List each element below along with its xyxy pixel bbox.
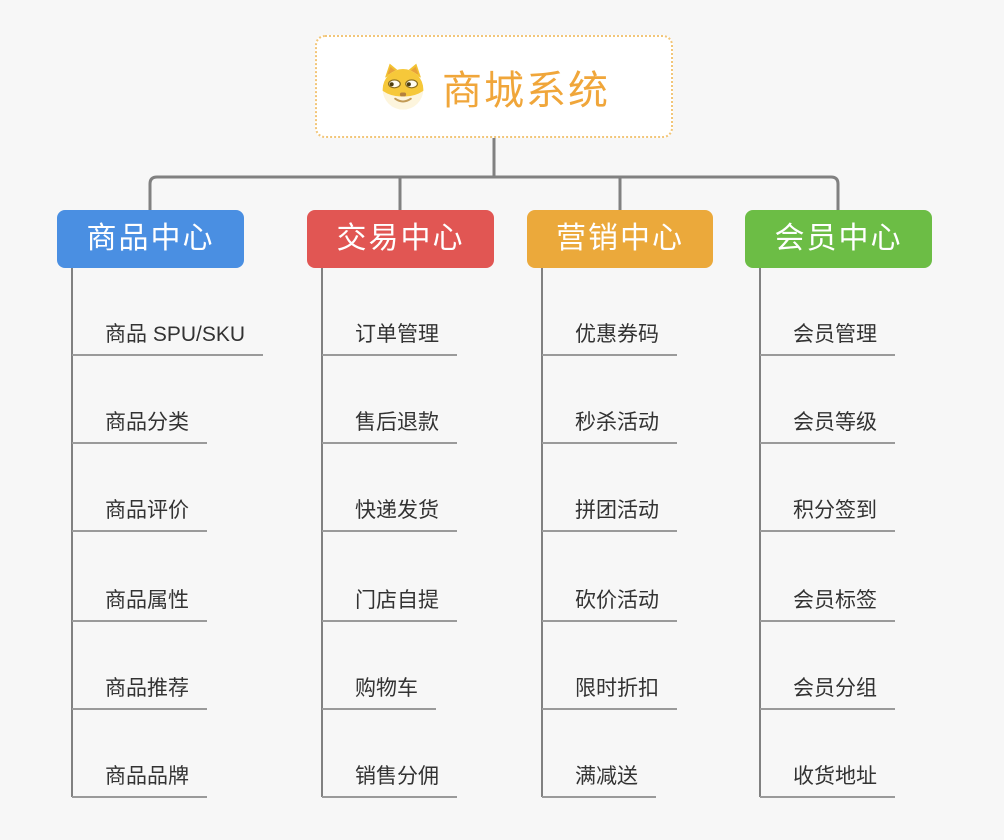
leaf-node[interactable]: 拼团活动 — [542, 498, 677, 532]
leaf-node[interactable]: 商品属性 — [72, 588, 207, 622]
leaf-node[interactable]: 快递发货 — [322, 498, 457, 532]
leaf-node[interactable]: 订单管理 — [322, 322, 457, 356]
leaf-node[interactable]: 会员分组 — [760, 676, 895, 710]
leaf-node[interactable]: 满减送 — [542, 764, 656, 798]
leaf-node[interactable]: 限时折扣 — [542, 676, 677, 710]
leaf-node[interactable]: 购物车 — [322, 676, 436, 710]
leaf-node[interactable]: 会员等级 — [760, 410, 895, 444]
leaf-node[interactable]: 商品评价 — [72, 498, 207, 532]
root-title: 商城系统 — [442, 68, 610, 113]
branch-member-center[interactable]: 会员中心 — [745, 210, 932, 268]
branch-marketing-center[interactable]: 营销中心 — [527, 210, 713, 268]
leaf-node[interactable]: 门店自提 — [322, 588, 457, 622]
leaf-node[interactable]: 优惠券码 — [542, 322, 677, 356]
leaf-node[interactable]: 积分签到 — [760, 498, 895, 532]
leaf-node[interactable]: 商品品牌 — [72, 764, 207, 798]
leaf-node[interactable]: 会员管理 — [760, 322, 895, 356]
leaf-node[interactable]: 商品推荐 — [72, 676, 207, 710]
leaf-node[interactable]: 售后退款 — [322, 410, 457, 444]
leaf-node[interactable]: 商品 SPU/SKU — [72, 322, 264, 356]
leaf-node[interactable]: 收货地址 — [760, 764, 895, 798]
branch-trade-center[interactable]: 交易中心 — [307, 210, 494, 268]
branch-product-center[interactable]: 商品中心 — [57, 210, 244, 268]
leaf-node[interactable]: 商品分类 — [72, 410, 207, 444]
leaf-node[interactable]: 秒杀活动 — [542, 410, 677, 444]
doge-icon — [382, 63, 424, 110]
leaf-node[interactable]: 销售分佣 — [322, 764, 457, 798]
root-node[interactable]: 商城系统 — [315, 35, 673, 138]
leaf-node[interactable]: 砍价活动 — [542, 588, 677, 622]
leaf-node[interactable]: 会员标签 — [760, 588, 895, 622]
